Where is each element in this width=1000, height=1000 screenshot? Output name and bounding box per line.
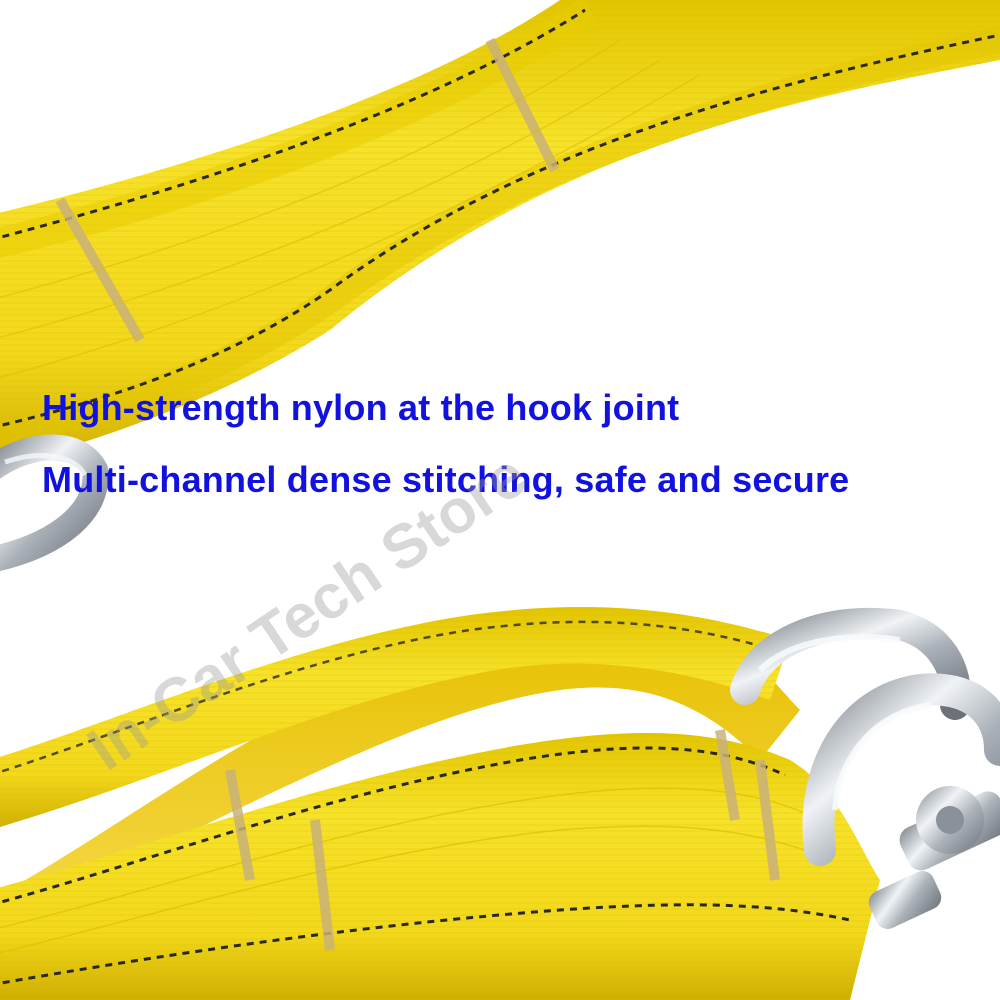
stitch-line xyxy=(0,33,1000,428)
caption-line-1: High-strength nylon at the hook joint xyxy=(42,387,680,428)
lower-strap-loop xyxy=(0,607,880,1000)
upper-shackle xyxy=(0,434,109,571)
cross-stitch xyxy=(755,759,780,881)
lower-shackle-front xyxy=(802,673,1000,929)
cross-stitch xyxy=(310,819,335,951)
cross-stitch xyxy=(225,769,255,881)
cross-stitch xyxy=(55,197,145,343)
cross-stitch xyxy=(485,37,560,173)
upper-strap xyxy=(0,0,1000,468)
stitch-line xyxy=(0,620,781,774)
stitch-line xyxy=(0,746,786,904)
cross-stitch xyxy=(715,729,740,821)
caption-line-2: Multi-channel dense stitching, safe and … xyxy=(42,459,850,500)
stitch-line xyxy=(0,903,851,985)
lower-shackle-back xyxy=(730,607,971,720)
